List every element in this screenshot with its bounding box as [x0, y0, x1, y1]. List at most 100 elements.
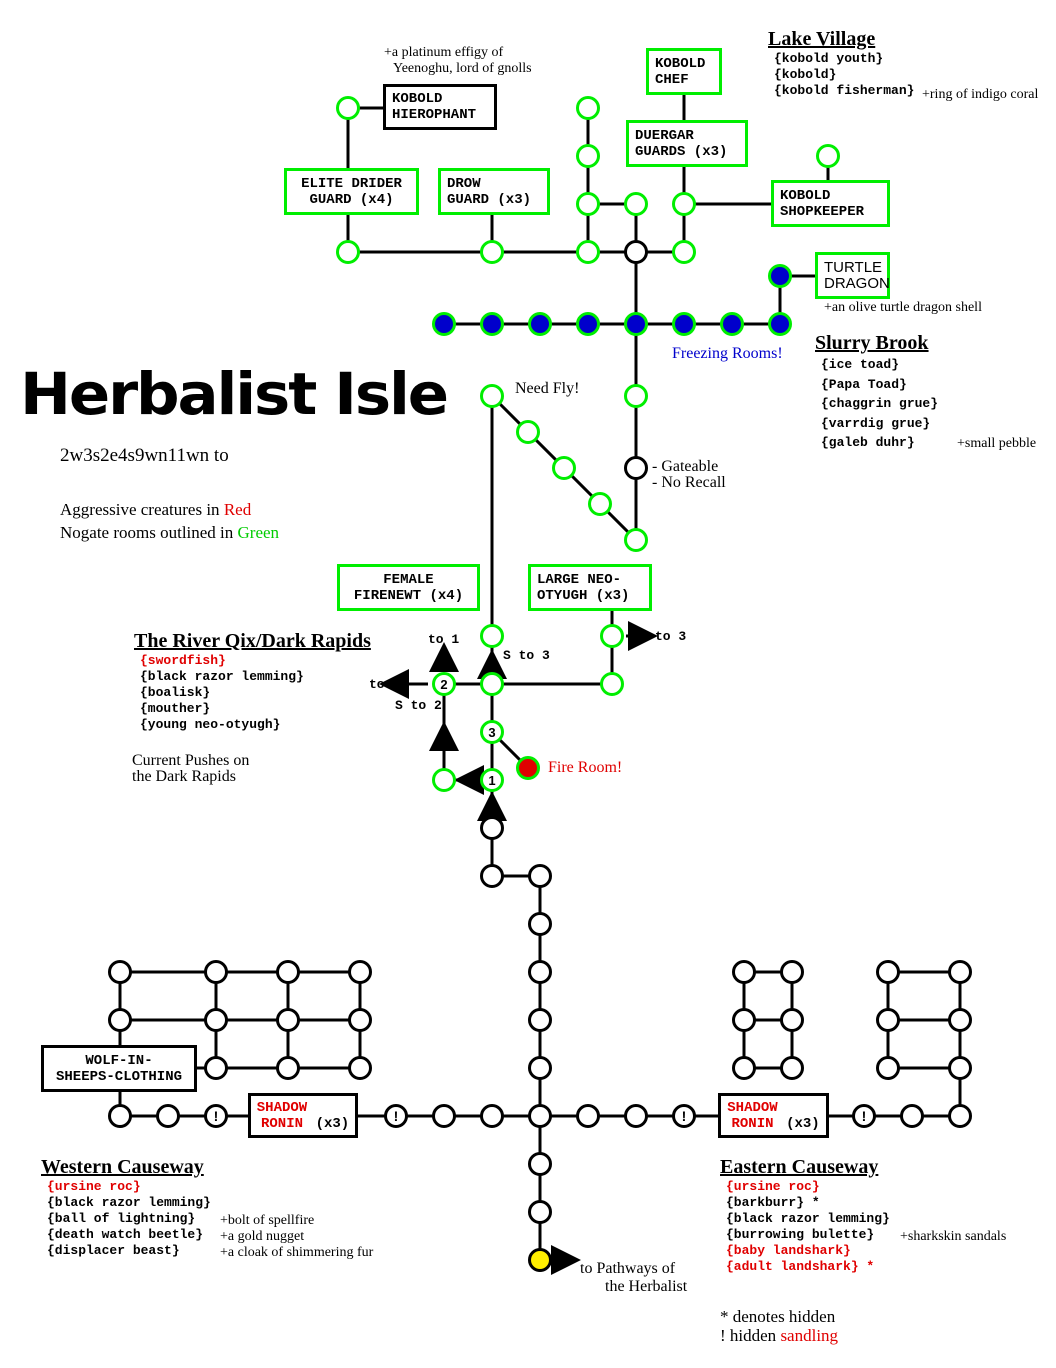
room-node	[432, 1104, 456, 1128]
room-node	[528, 1152, 552, 1176]
room-number-label: 1	[488, 773, 495, 788]
item-slurry-brook: +small pebble	[957, 436, 1037, 451]
area-title: Slurry Brook	[815, 332, 929, 354]
label-to-1: to 1	[428, 632, 460, 647]
room-node	[516, 420, 540, 444]
room-node	[480, 624, 504, 648]
mob-item: {kobold}	[774, 67, 837, 82]
room-node	[732, 1008, 756, 1032]
room-node	[528, 960, 552, 984]
room-node	[528, 1056, 552, 1080]
room-node	[348, 960, 372, 984]
room-node	[156, 1104, 180, 1128]
room-node	[780, 1008, 804, 1032]
mob-list: {swordfish} {black razor lemming} {boali…	[140, 653, 371, 733]
room-node	[528, 864, 552, 888]
room-node	[480, 816, 504, 840]
shadow-ronin-west-count: (x3)	[307, 1115, 350, 1132]
area-title: Lake Village	[768, 28, 876, 50]
label-s-to-2: S to 2	[395, 698, 442, 713]
room-node	[576, 312, 600, 336]
label-freezing-rooms: Freezing Rooms!	[672, 345, 783, 362]
box-shadow-ronin-east: SHADOW RONIN (x3)	[718, 1093, 829, 1138]
room-node	[480, 672, 504, 696]
room-node	[348, 1056, 372, 1080]
room-node	[480, 720, 504, 744]
mob-list: {kobold youth} {kobold} {kobold fisherma…	[774, 51, 914, 99]
room-node	[624, 384, 648, 408]
legend-sandling-text: ! hidden	[720, 1326, 781, 1345]
label-fire-room: Fire Room!	[548, 759, 623, 776]
room-node	[480, 240, 504, 264]
label-exit-2: the Herbalist	[605, 1278, 688, 1295]
area-western-causeway: Western Causeway {ursine roc} {black raz…	[41, 1156, 211, 1259]
room-node	[384, 1104, 408, 1128]
box-turtle-dragon: TURTLE DRAGON	[815, 252, 890, 299]
mob-item: {baby landshark}	[726, 1243, 851, 1258]
shadow-ronin-east-count: (x3)	[777, 1115, 820, 1132]
room-node	[852, 1104, 876, 1128]
mob-item: {ursine roc}	[726, 1179, 820, 1194]
mob-item: {boalisk}	[140, 685, 211, 700]
label-current-pushes-2: the Dark Rapids	[132, 768, 236, 785]
room-node	[480, 1104, 504, 1128]
shadow-ronin-west-name: SHADOW RONIN	[256, 1099, 308, 1132]
legend-sandling: ! hidden sandling	[720, 1326, 838, 1346]
box-elite-drider-guard: ELITE DRIDER GUARD (x4)	[284, 168, 419, 215]
box-wolf-in-sheeps-clothing: WOLF-IN- SHEEPS-CLOTHING	[41, 1045, 197, 1092]
label-to-2: to 2	[369, 677, 401, 692]
box-duergar-guards: DUERGAR GUARDS (x3)	[626, 120, 748, 167]
room-node	[876, 1008, 900, 1032]
area-eastern-causeway: Eastern Causeway {ursine roc} {barkburr}…	[720, 1156, 890, 1275]
room-node	[876, 1056, 900, 1080]
mob-item: {young neo-otyugh}	[140, 717, 281, 732]
rooms	[108, 96, 972, 1272]
mob-item: {mouther}	[140, 701, 211, 716]
room-node	[204, 1008, 228, 1032]
mob-item: {Papa Toad}	[821, 376, 907, 392]
room-node	[900, 1104, 924, 1128]
legend-nogate: Nogate rooms outlined in Green	[60, 523, 279, 543]
room-node	[672, 240, 696, 264]
room-node	[672, 1104, 696, 1128]
label-gateable: - Gateable	[652, 458, 719, 475]
room-number-label: 2	[440, 677, 447, 692]
room-numbers: 123!!!!	[214, 677, 867, 1124]
mob-list: {ursine roc} {barkburr} * {black razor l…	[726, 1179, 890, 1275]
room-node	[528, 1200, 552, 1224]
box-drow-guard: DROW GUARD (x3)	[438, 168, 550, 215]
box-large-neo-otyugh: LARGE NEO- OTYUGH (x3)	[528, 564, 652, 611]
room-node	[528, 1104, 552, 1128]
room-node	[732, 960, 756, 984]
legend-aggressive-text: Aggressive creatures in	[60, 500, 224, 519]
room-node	[576, 96, 600, 120]
item-hierophant-1: +a platinum effigy of	[384, 45, 504, 60]
area-title: Western Causeway	[41, 1156, 204, 1178]
room-node	[624, 240, 648, 264]
mob-item: {ice toad}	[821, 357, 900, 372]
arrows	[379, 621, 658, 1275]
mob-item: {black razor lemming}	[726, 1211, 890, 1226]
room-node	[876, 960, 900, 984]
mob-item: {burrowing bulette}	[726, 1227, 875, 1242]
room-node	[348, 1008, 372, 1032]
room-node	[576, 144, 600, 168]
room-node	[336, 96, 360, 120]
room-node	[528, 1248, 552, 1272]
box-shadow-ronin-west: SHADOW RONIN (x3)	[248, 1093, 358, 1138]
map-title: Herbalist Isle	[20, 360, 449, 428]
item-western-2: +a gold nugget	[220, 1229, 305, 1244]
item-hierophant-2: Yeenoghu, lord of gnolls	[393, 61, 532, 76]
room-node	[336, 240, 360, 264]
hidden-sandling-marker: !	[394, 1108, 399, 1124]
hidden-sandling-marker: !	[862, 1108, 867, 1124]
room-node	[276, 1008, 300, 1032]
mob-item: {kobold youth}	[774, 51, 884, 66]
directions-text: 2w3s2e4s9wn11wn to	[60, 445, 229, 466]
room-node	[624, 312, 648, 336]
mob-item: {kobold fisherman}	[774, 83, 915, 98]
room-node	[624, 528, 648, 552]
box-kobold-shopkeeper: KOBOLD SHOPKEEPER	[771, 180, 890, 227]
